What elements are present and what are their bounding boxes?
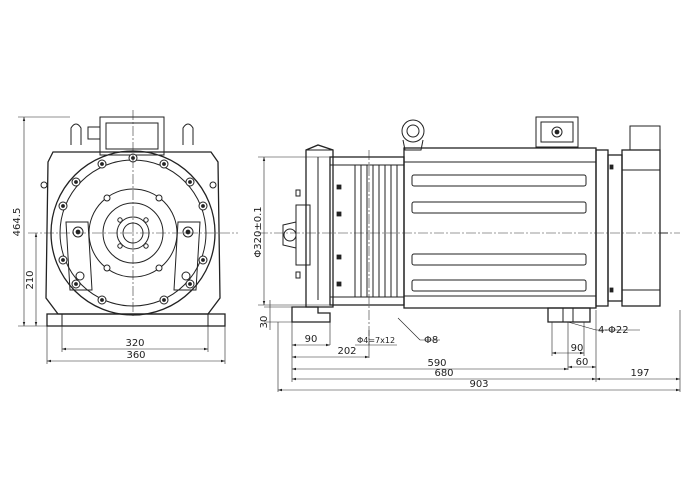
left-bearing-housing — [305, 144, 334, 308]
dim-320: 320 — [125, 338, 144, 349]
dim-464-5: 464.5 — [12, 208, 23, 237]
dim-90-left: 90 — [305, 334, 318, 345]
front-view: 464.5 210 320 360 — [12, 110, 238, 364]
rear-end-cap — [595, 149, 609, 307]
dim-903: 903 — [469, 379, 488, 390]
dim-202: 202 — [337, 346, 356, 357]
cooling-slots — [411, 174, 587, 292]
dim-30: 30 — [259, 316, 270, 329]
dim-680: 680 — [434, 368, 453, 379]
encoder-box — [629, 125, 661, 151]
lifting-eye-right — [182, 123, 194, 145]
dim-60: 60 — [576, 357, 589, 368]
left-foot — [291, 306, 331, 323]
right-foot — [547, 307, 591, 323]
encoder-housing — [621, 149, 661, 307]
shaft-end-flange — [295, 204, 311, 266]
front-base — [46, 313, 226, 327]
dim-rope-diameter: Φ8 — [424, 335, 438, 346]
dim-360: 360 — [126, 350, 145, 361]
sheave-grooves — [354, 165, 398, 297]
lifting-eye-left — [70, 123, 82, 145]
dim-90-right: 90 — [571, 343, 584, 354]
dim-210: 210 — [25, 270, 36, 289]
motor-body — [403, 147, 597, 309]
cable-gland — [87, 126, 101, 140]
brake-arm-right — [173, 221, 201, 291]
dim-sheave-diameter: Φ320±0.1 — [253, 206, 264, 257]
dim-197: 197 — [630, 368, 649, 379]
dim-holes: 4-Φ22 — [598, 325, 629, 336]
side-junction-box — [535, 116, 579, 148]
brake-arm-left — [65, 221, 93, 291]
dim-590: 590 — [427, 358, 446, 369]
dim-grooves: Φ4=7x12 — [357, 336, 395, 345]
side-view: Φ320±0.1 30 90 Φ4=7x12 Φ8 202 4-Φ22 — [253, 116, 681, 392]
lifting-eye-side — [401, 119, 425, 143]
